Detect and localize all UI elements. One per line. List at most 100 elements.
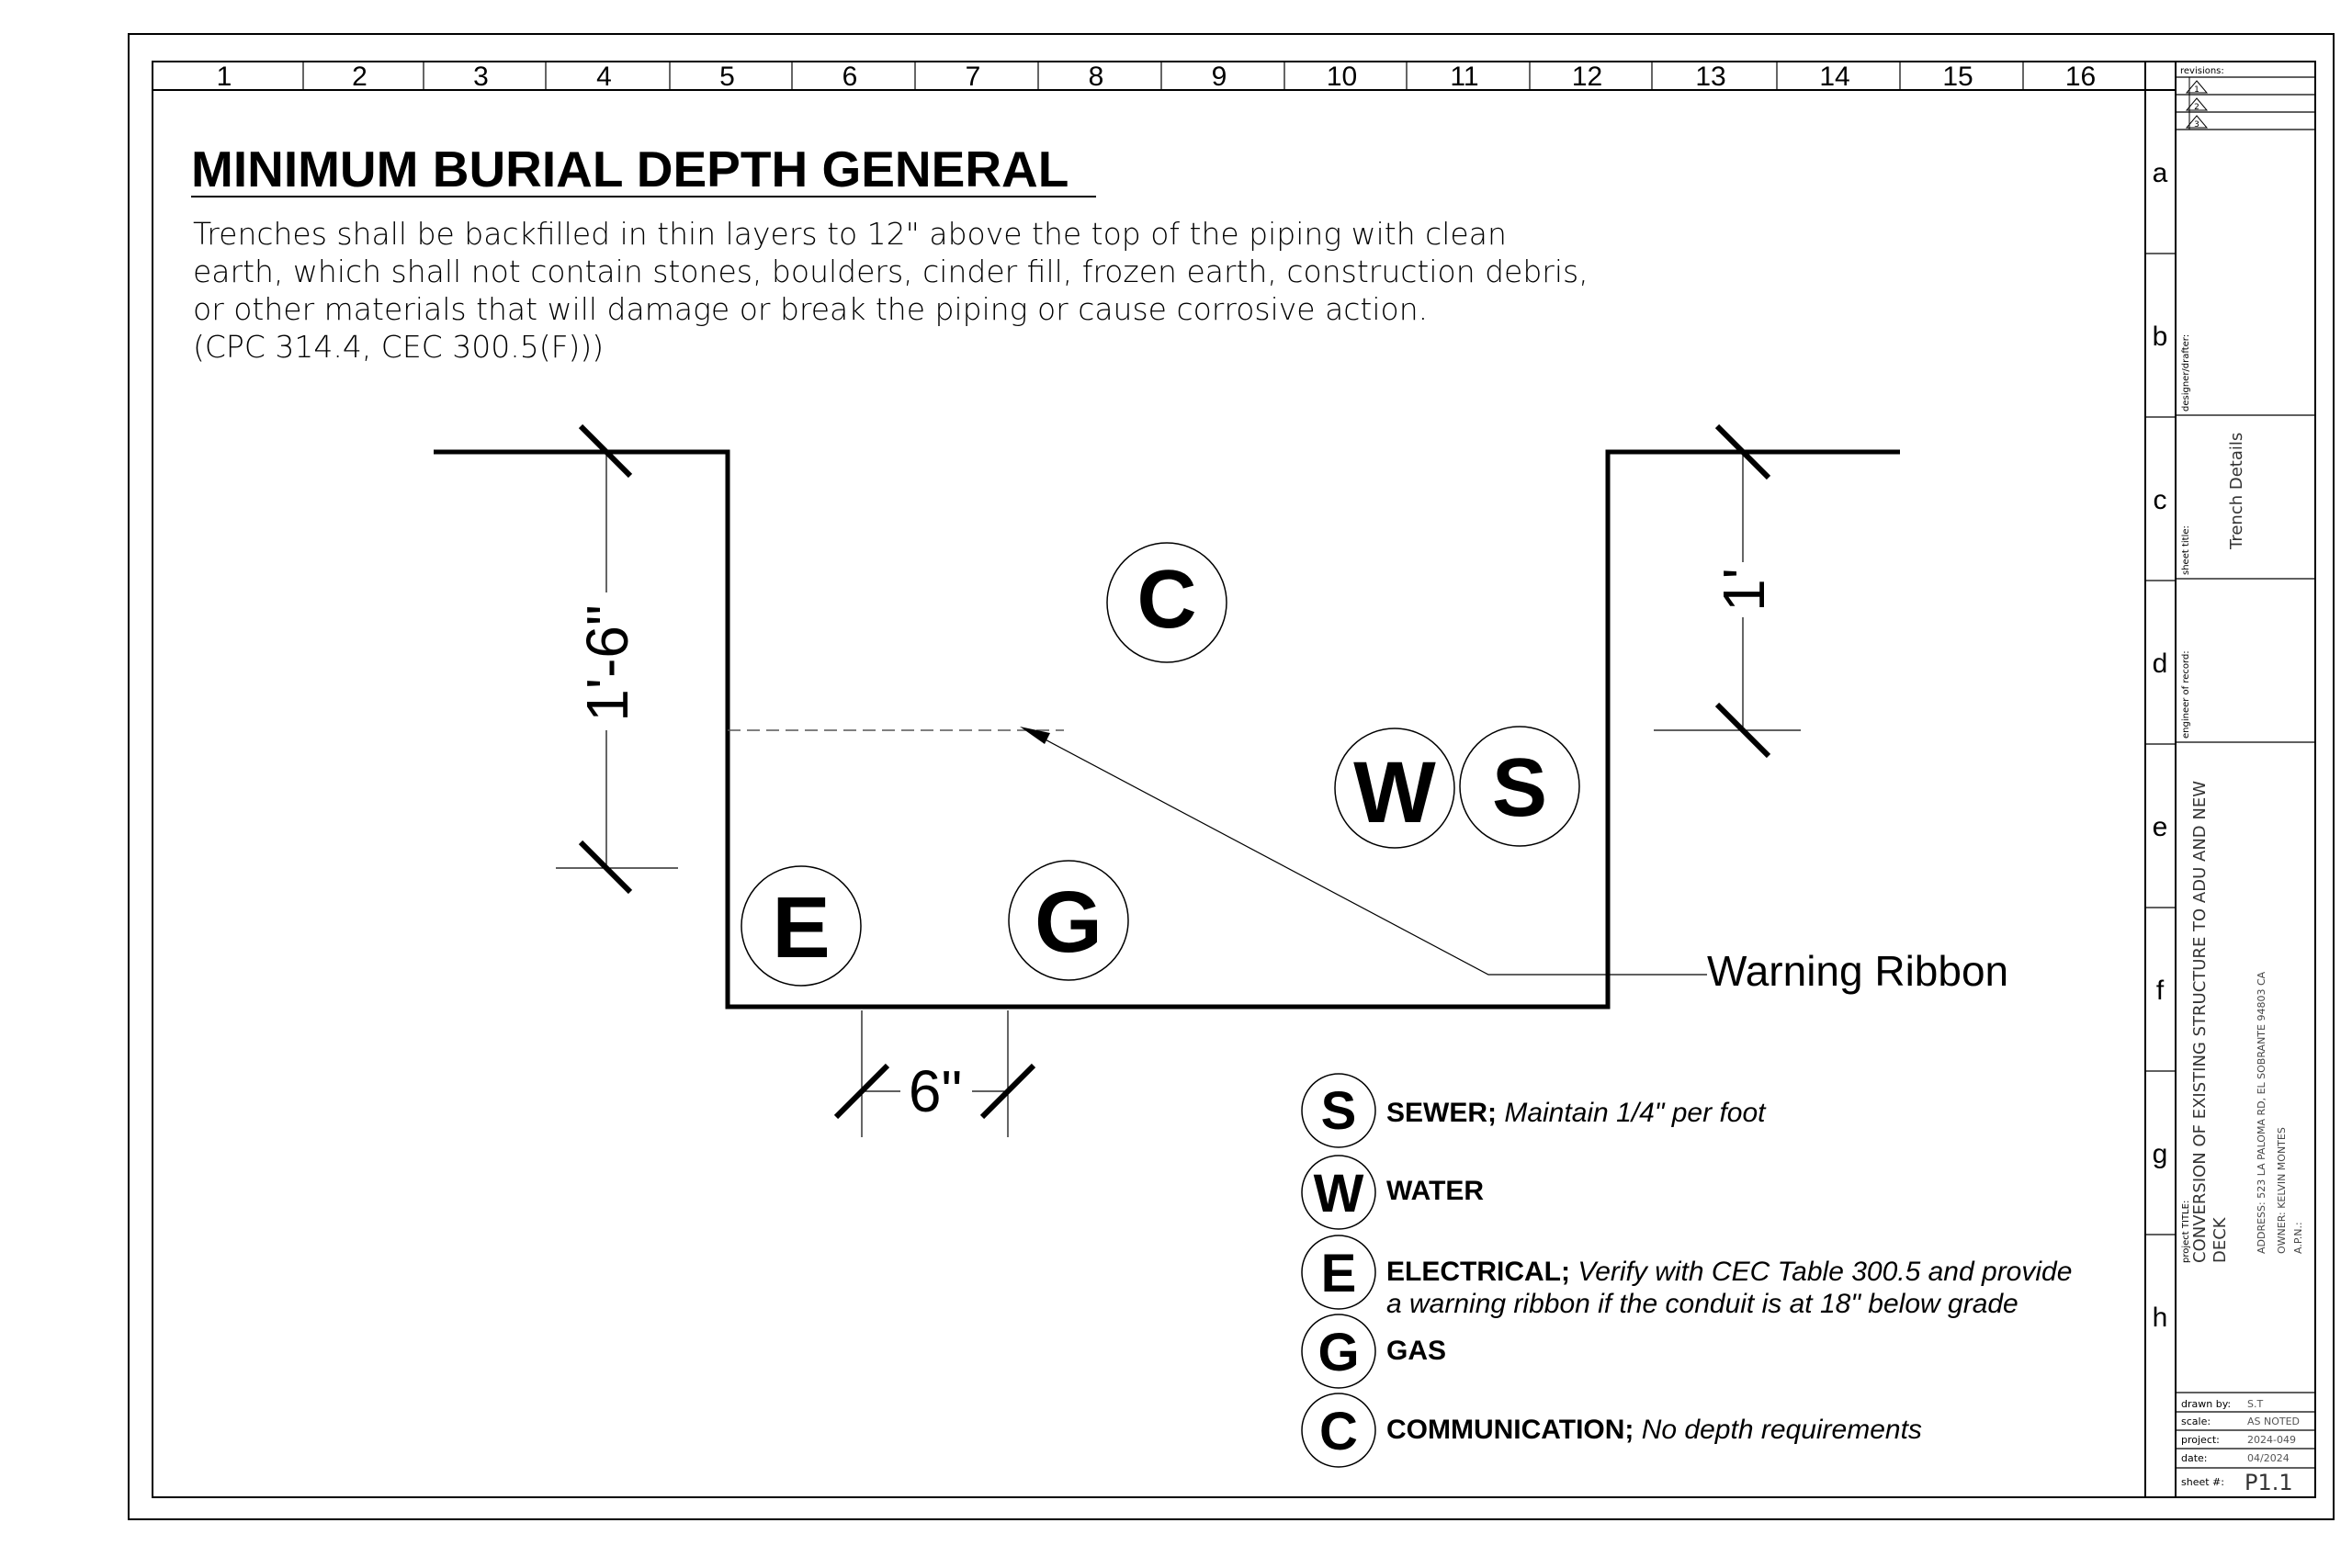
legend-circle-w xyxy=(1301,1155,1376,1230)
dim-bottom-tick-left xyxy=(833,1063,890,1120)
circle-water-letter: W xyxy=(1353,744,1436,841)
grid-row-label: h xyxy=(2153,1303,2168,1333)
rev-mark-1: 1 xyxy=(2185,80,2209,95)
rev-triangle-3 xyxy=(2185,115,2209,129)
title-block: revisions: 1 2 3 designer/drafter: sheet… xyxy=(2176,66,2315,1495)
grid-column-label: 11 xyxy=(1450,62,1478,92)
tb-engineer-label: engineer of record: xyxy=(2181,650,2191,739)
grid-column-label: 1 xyxy=(217,62,232,92)
circle-gas xyxy=(1008,860,1129,981)
legend-letter-s: S xyxy=(1321,1081,1357,1141)
dim-bottom-text-bg xyxy=(900,1061,972,1118)
legend-text-electrical: ELECTRICAL; Verify with CEC Table 300.5 … xyxy=(1386,1257,2072,1287)
dim-right-tick-bottom xyxy=(1714,702,1771,759)
note-line-4: (CPC 314.4, CEC 300.5(F))) xyxy=(193,329,604,365)
dim-left-text-bg xyxy=(577,592,636,730)
rev-mark-2-text: 2 xyxy=(2194,103,2199,112)
grid-row-label: b xyxy=(2153,321,2168,352)
tb-date: 04/2024 xyxy=(2247,1452,2290,1464)
legend-circle-e xyxy=(1301,1235,1376,1310)
legend-text-communication: COMMUNICATION; No depth requirements xyxy=(1386,1415,1922,1445)
grid-row-label: e xyxy=(2153,812,2168,842)
outer-border xyxy=(128,33,2335,1520)
tb-project-title-2: DECK xyxy=(2211,1216,2230,1263)
rev-triangle-1 xyxy=(2185,80,2209,94)
tb-sheet-label: sheet #: xyxy=(2181,1476,2224,1488)
tb-sheet-title: Trench Details xyxy=(2227,433,2246,550)
tb-sheet: P1.1 xyxy=(2245,1470,2293,1495)
legend-circle-c xyxy=(1301,1393,1376,1468)
tb-revisions-label: revisions: xyxy=(2180,66,2224,76)
grid-column-label: 12 xyxy=(1572,62,1602,92)
dim-left-tick-top xyxy=(578,423,633,479)
legend-letter-e: E xyxy=(1321,1244,1357,1303)
tb-address: ADDRESS: 523 LA PALOMA RD, EL SOBRANTE 9… xyxy=(2256,971,2267,1254)
rev-triangle-2 xyxy=(2185,97,2209,111)
rev-mark-2: 2 xyxy=(2185,97,2209,112)
dim-right-label: 1' xyxy=(1711,568,1777,612)
note-line-2: earth, which shall not contain stones, b… xyxy=(193,254,1589,289)
grid-column-label: 14 xyxy=(1819,62,1849,92)
note-line-1: Trenches shall be backfilled in thin lay… xyxy=(193,216,1507,252)
circle-communication xyxy=(1106,542,1227,663)
circle-water xyxy=(1334,728,1455,849)
circle-sewer-letter: S xyxy=(1492,742,1547,834)
grid-row-label: f xyxy=(2156,976,2165,1006)
legend: S SEWER; Maintain 1/4" per foot W WATER … xyxy=(1301,1073,2072,1468)
dim-bottom-label: 6" xyxy=(909,1058,962,1124)
dim-right-text-bg xyxy=(1713,562,1772,617)
grid-column-label: 13 xyxy=(1695,62,1725,92)
circle-electrical xyxy=(741,865,862,987)
tb-date-label: date: xyxy=(2181,1452,2208,1464)
drawing-title: MINIMUM BURIAL DEPTH GENERAL xyxy=(191,141,1069,197)
tb-sheet-title-label: sheet title: xyxy=(2181,525,2191,575)
grid-column-label: 16 xyxy=(2065,62,2096,92)
circle-communication-letter: C xyxy=(1137,554,1197,646)
warning-ribbon-label: Warning Ribbon xyxy=(1707,947,2008,995)
tb-drawn-by: S.T xyxy=(2247,1398,2263,1410)
grid-column-label: 2 xyxy=(352,62,368,92)
tb-apn: A.P.N.: xyxy=(2292,1222,2304,1254)
tb-project-title-1: CONVERSION OF EXISTING STRUCTURE TO ADU … xyxy=(2190,781,2210,1263)
tb-project-title-label: project TITLE: xyxy=(2181,1201,2191,1263)
dim-left-tick-bottom xyxy=(578,840,633,895)
dim-left-label: 1'-6" xyxy=(574,604,640,721)
grid-column-label: 8 xyxy=(1089,62,1104,92)
grid-column-label: 15 xyxy=(1942,62,1973,92)
tb-owner: OWNER: KELVIN MONTES xyxy=(2276,1127,2288,1254)
tb-designer-label: designer/drafter: xyxy=(2181,334,2191,412)
grid-column-label: 7 xyxy=(966,62,981,92)
warning-leader-line xyxy=(1037,735,1707,976)
grid-row-label: a xyxy=(2153,158,2168,188)
inner-border xyxy=(152,61,2316,1498)
legend-text-water: WATER xyxy=(1386,1176,1484,1206)
grid-column-label: 5 xyxy=(719,62,735,92)
grid-column-label: 6 xyxy=(842,62,858,92)
grid-column-label: 3 xyxy=(473,62,489,92)
rev-mark-3: 3 xyxy=(2185,115,2209,130)
warning-leader-arrowhead xyxy=(1020,727,1050,744)
circle-gas-letter: G xyxy=(1035,874,1102,971)
tb-scale: AS NOTED xyxy=(2247,1416,2300,1427)
tb-project-label: project: xyxy=(2181,1434,2220,1446)
grid-column-label: 4 xyxy=(596,62,612,92)
rev-mark-3-text: 3 xyxy=(2194,120,2199,130)
circle-electrical-letter: E xyxy=(772,879,830,976)
rev-mark-1-text: 1 xyxy=(2194,85,2199,95)
trench-profile xyxy=(434,449,1900,1010)
dim-right-tick-top xyxy=(1714,423,1771,480)
legend-letter-w: W xyxy=(1314,1164,1364,1224)
legend-letter-g: G xyxy=(1317,1323,1359,1382)
grid-column-label: 10 xyxy=(1327,62,1357,92)
tb-drawn-by-label: drawn by: xyxy=(2181,1398,2231,1410)
grid-row-label: d xyxy=(2153,649,2168,679)
grid-row-label: c xyxy=(2154,485,2167,515)
circle-sewer xyxy=(1459,726,1580,847)
legend-text-electrical-2: a warning ribbon if the conduit is at 18… xyxy=(1386,1289,2018,1319)
legend-text-gas: GAS xyxy=(1386,1336,1446,1366)
dim-bottom-tick-right xyxy=(979,1063,1036,1120)
tb-scale-label: scale: xyxy=(2181,1416,2211,1427)
